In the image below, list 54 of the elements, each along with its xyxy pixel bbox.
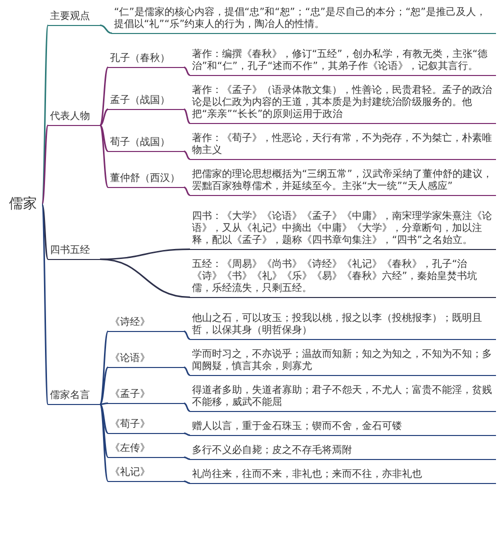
branch-label: 儒家名言 [48, 389, 100, 405]
branch-line [100, 108, 108, 126]
branch-line [184, 456, 190, 460]
branch-line [184, 66, 190, 76]
sub-topic-label: 孔子（春秋） [108, 52, 184, 68]
sub-topic-label: 《左传》 [108, 442, 184, 458]
branch-line [184, 108, 190, 124]
branch-line [184, 432, 190, 436]
note-text: 得道者多助，失道者寡助；君子不怨天，不尤人；富贵不能淫，贫贱不能移，威武不能屈 [190, 384, 496, 412]
note-text: 赠人以言，重于金石珠玉；锲而不舍，金石可镂 [190, 420, 496, 436]
branch-line [100, 404, 108, 434]
branch-line [41, 25, 49, 204]
branch-line [41, 124, 49, 205]
sub-topic-label: 《诗经》 [108, 316, 184, 332]
branch-line [184, 150, 190, 160]
branch-label: 代表人物 [48, 110, 100, 126]
branch-line [100, 258, 190, 298]
sub-topic-label: 《孟子》 [108, 388, 184, 404]
branch-line [184, 186, 190, 196]
branch-line [184, 366, 190, 376]
note-text: 著作：编撰《春秋》，修订“五经”，创办私学，有教无类，主张“德治”和“仁”，孔子“述而不作”，其弟子作《论语》，记叙其言行。 [190, 48, 496, 76]
note-text: 五经：《周易》《尚书》《诗经》《礼记》《春秋》，孔子“治《诗》《书》《礼》《乐》《易》《春秋》六经”，秦始皇焚书坑儒，乐经流失，只剩五经。 [190, 258, 496, 298]
branch-label: 四书五经 [48, 244, 100, 260]
note-text: 他山之石，可以攻玉；投我以桃，报之以李（投桃报李）；既明且哲，以保其身（明哲保身） [190, 312, 496, 340]
branch-line [99, 404, 109, 482]
branch-label: 主要观点 [48, 10, 100, 26]
note-text: “仁”是儒家的核心内容，提倡“忠”和“恕”；“忠”是尽自己的本分；“恕”是推己及人，提倡以“礼”“乐”约束人的行为，陶冶人的性情。 [112, 6, 496, 34]
branch-line [41, 204, 49, 260]
branch-line [184, 402, 190, 412]
note-text: 礼尚往来，往而不来，非礼也；来而不往，亦非礼也 [190, 468, 496, 484]
branch-line [100, 124, 108, 152]
note-text: 著作：《荀子》，性恶论，天行有常，不为尧存，不为桀亡，朴素唯物主义 [190, 132, 496, 160]
branch-line [99, 366, 109, 405]
branch-line [100, 24, 112, 34]
branch-line [99, 330, 109, 405]
note-text: 四书：《大学》《论语》《孟子》《中庸》，南宋理学家朱熹注《论语》，又从《礼记》中摘出《中庸》《大学》，分章断句，加以注释，配以《孟子》，题称《四书章句集注》，“四书”之名始立。 [190, 210, 496, 250]
branch-line [100, 402, 108, 405]
branch-line [99, 124, 109, 188]
note-text: 把儒家的理论思想概括为“三纲五常”，汉武帝采纳了董仲舒的建议，罢黜百家独尊儒术，并延续至今。主张“大一统”“天人感应” [190, 168, 496, 196]
branch-line [99, 404, 109, 458]
sub-topic-label: 《礼记》 [108, 466, 184, 482]
sub-topic-label: 荀子（战国） [108, 136, 184, 152]
sub-topic-label: 《论语》 [108, 352, 184, 368]
topic-label: 儒家 [4, 195, 42, 214]
note-text: 多行不义必自毙；皮之不存毛将焉附 [190, 444, 496, 460]
sub-topic-label: 孟子（战国） [108, 94, 184, 110]
branch-line [184, 480, 190, 484]
branch-line [184, 330, 190, 340]
sub-topic-label: 董仲舒（西汉） [108, 172, 184, 188]
sub-topic-label: 《荀子》 [108, 418, 184, 434]
note-text: 著作：《孟子》（语录体散文集），性善论，民贵君轻。孟子的政治论是以仁政为内容的王道，其本质是为封建统治阶级服务的。他把“亲亲”“长长”的原则运用于政治 [190, 84, 496, 124]
note-text: 学而时习之，不亦说乎；温故而知新；知之为知之，不知为不知；多闻阙疑，慎言其余，则寡尤 [190, 348, 496, 376]
branch-line [99, 66, 109, 126]
branch-line [41, 204, 49, 404]
